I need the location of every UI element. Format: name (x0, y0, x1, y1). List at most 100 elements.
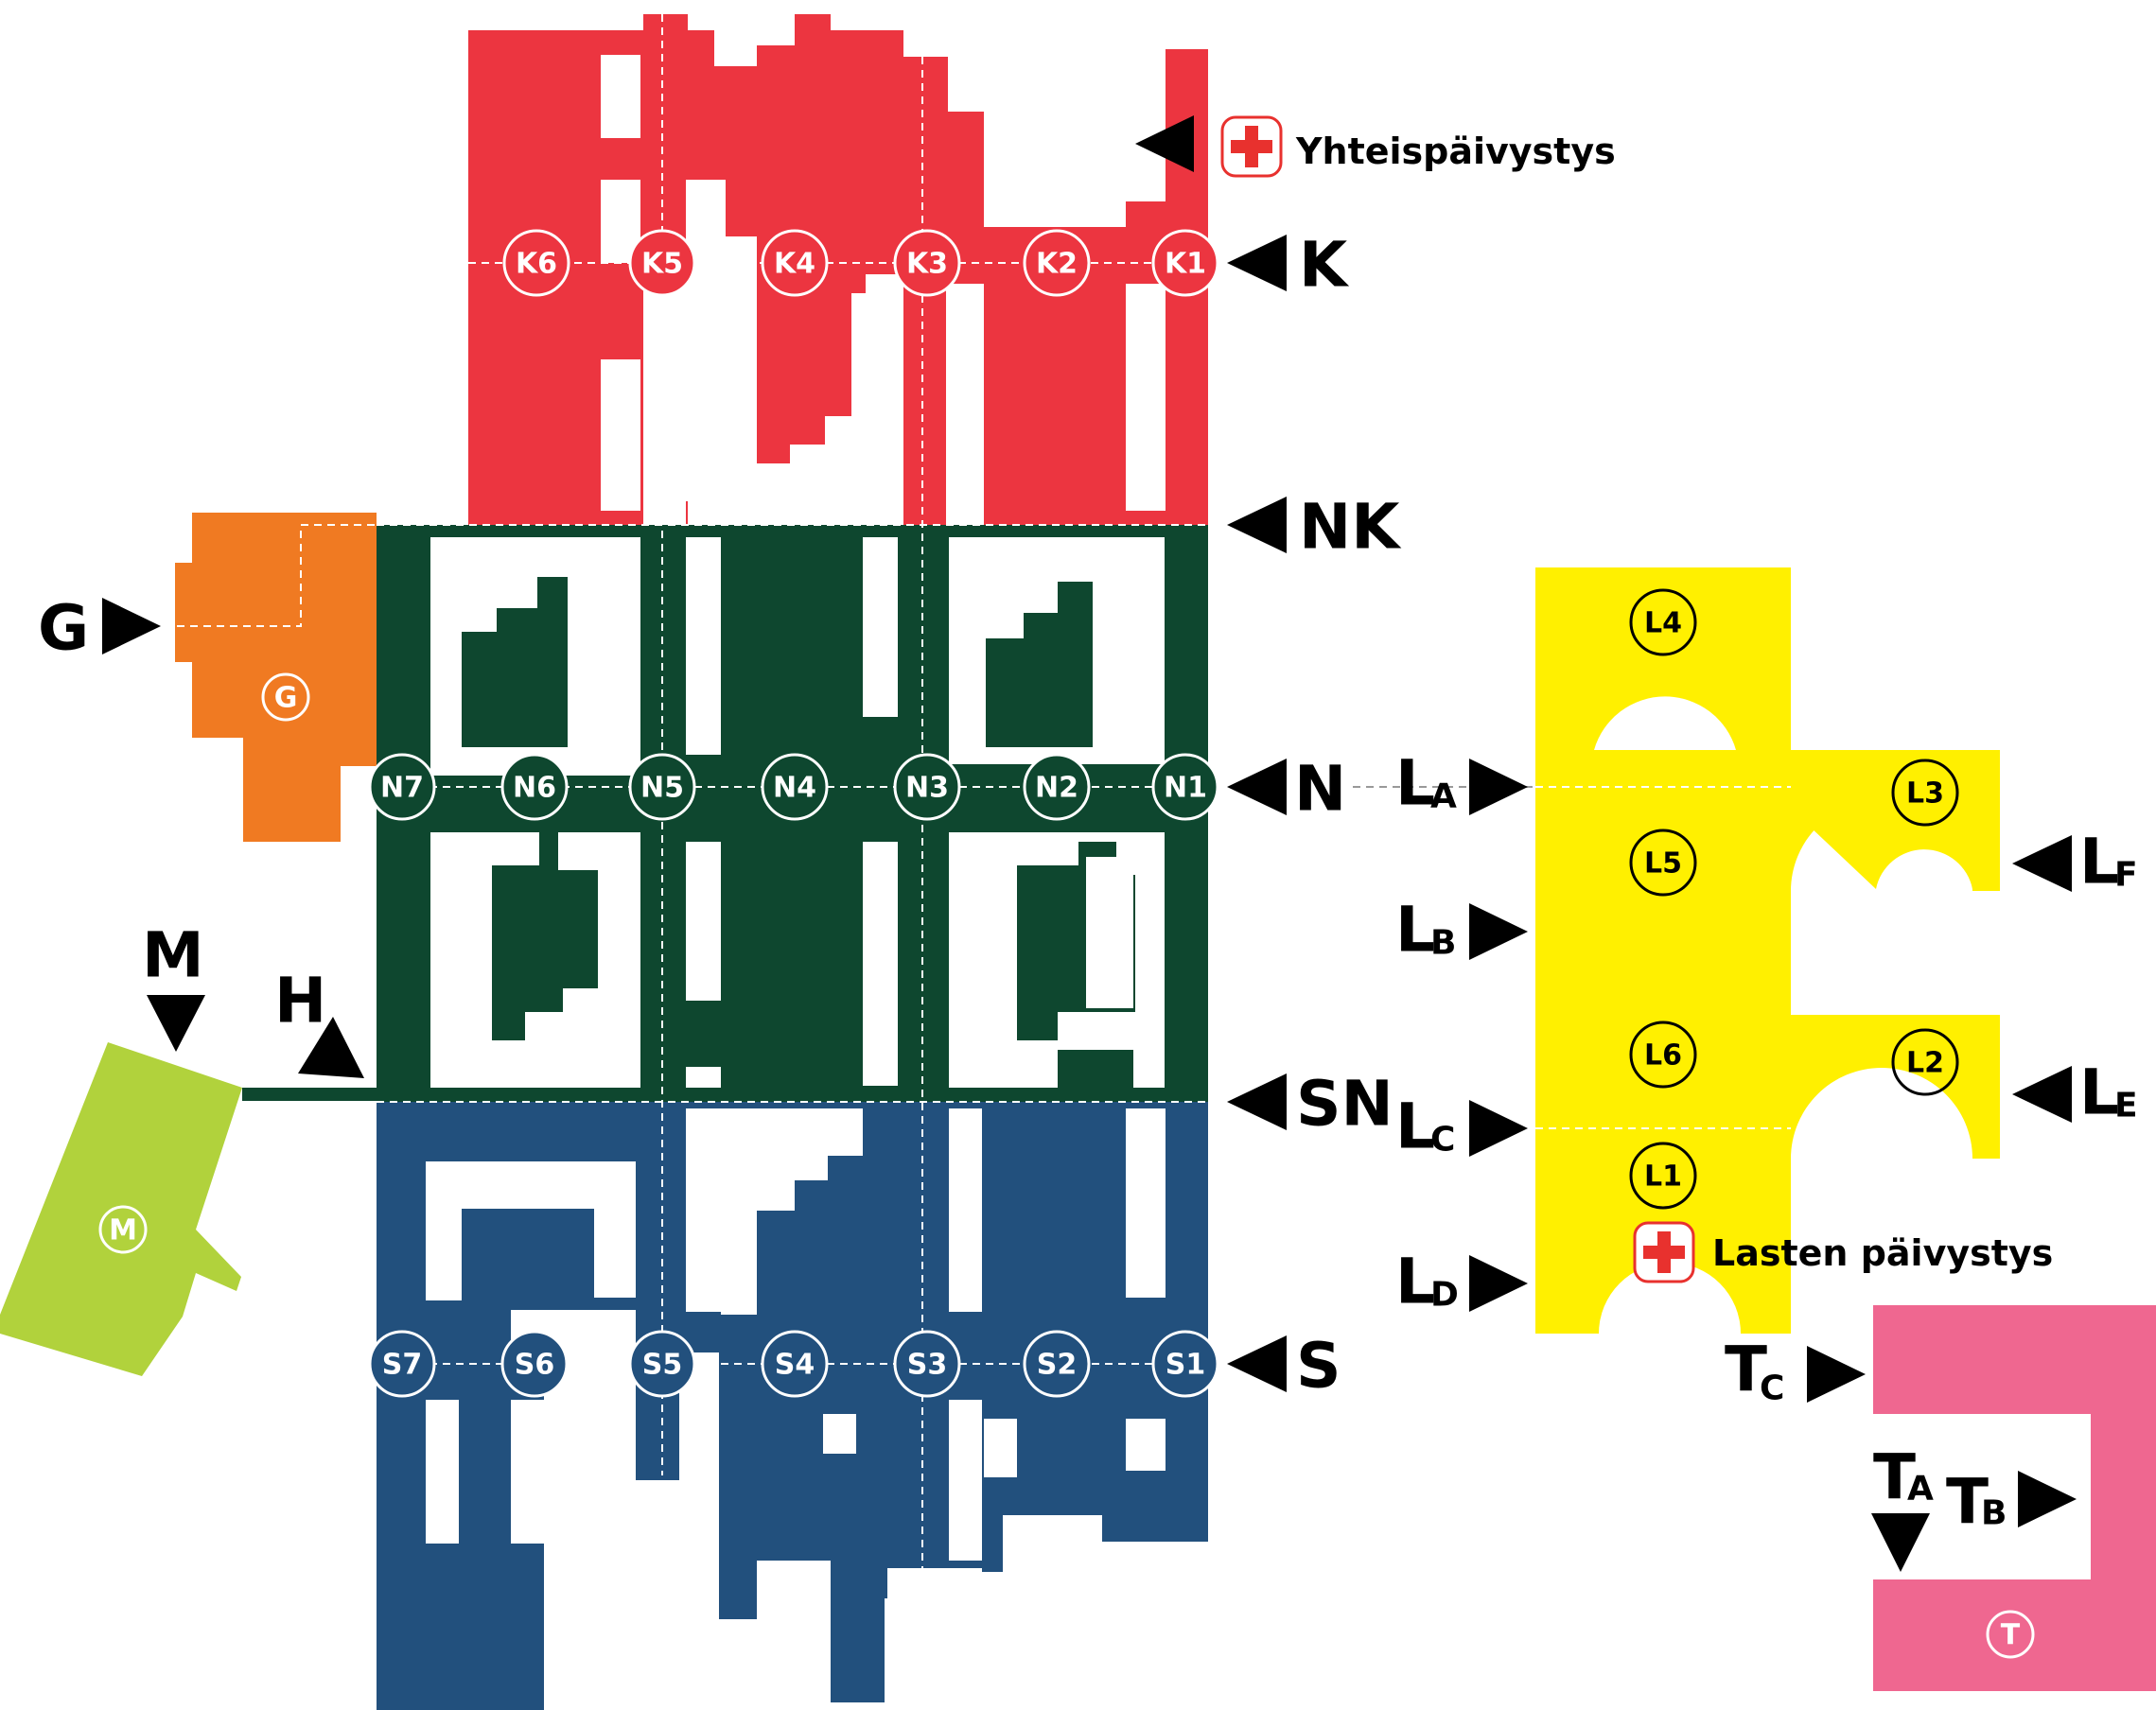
svg-text:L6: L6 (1644, 1039, 1682, 1073)
node-n1[interactable]: N1 (1151, 753, 1219, 821)
node-n6[interactable]: N6 (500, 753, 569, 821)
entrance-label-ta: T A (1873, 1441, 1934, 1514)
node-k5[interactable]: K5 (628, 229, 696, 297)
building-s (377, 1102, 1208, 1710)
entrance-label-s: S (1296, 1330, 1341, 1403)
entrance-label-ld: L D (1395, 1246, 1459, 1318)
svg-text:S7: S7 (382, 1349, 422, 1382)
svg-text:K2: K2 (1036, 248, 1078, 281)
node-k1[interactable]: K1 (1151, 229, 1219, 297)
svg-text:L2: L2 (1906, 1047, 1944, 1080)
node-l4[interactable]: L4 (1629, 588, 1697, 656)
svg-text:L1: L1 (1644, 1160, 1682, 1194)
svg-text:A: A (1430, 777, 1457, 816)
svg-text:N7: N7 (380, 772, 424, 805)
svg-text:K3: K3 (906, 248, 948, 281)
node-s5[interactable]: S5 (628, 1330, 696, 1398)
red-cross-icon (1633, 1221, 1695, 1283)
node-l5[interactable]: L5 (1629, 829, 1697, 897)
svg-text:L: L (1395, 1246, 1435, 1318)
svg-text:T: T (1873, 1441, 1916, 1514)
arrow-left-icon (1227, 497, 1287, 553)
arrow-right-icon (1807, 1346, 1866, 1403)
svg-text:S1: S1 (1166, 1349, 1205, 1382)
svg-text:S6: S6 (515, 1349, 554, 1382)
svg-text:S3: S3 (907, 1349, 947, 1382)
svg-text:N1: N1 (1164, 772, 1207, 805)
node-s2[interactable]: S2 (1023, 1330, 1091, 1398)
node-s6[interactable]: S6 (500, 1330, 569, 1398)
node-s7[interactable]: S7 (368, 1330, 436, 1398)
entrance-label-la: L A (1395, 747, 1457, 820)
entrance-label-tb: T B (1946, 1466, 2007, 1539)
entrance-label-h: H (274, 965, 326, 1038)
svg-text:K5: K5 (641, 248, 683, 281)
arrow-left-icon (2012, 835, 2072, 892)
svg-text:N6: N6 (513, 772, 556, 805)
node-n5[interactable]: N5 (628, 753, 696, 821)
arrow-left-icon (1227, 1335, 1287, 1392)
adult-emergency-label: Yhteispäivystys (1295, 131, 1616, 172)
arrow-left-icon (1227, 759, 1287, 815)
node-s4[interactable]: S4 (761, 1330, 829, 1398)
building-t (1873, 1305, 2156, 1691)
node-g[interactable]: G (261, 672, 310, 722)
red-cross-icon (1220, 115, 1283, 178)
adult-emergency-poi[interactable]: Yhteispäivystys (1220, 115, 1616, 178)
corridor-h (242, 1088, 377, 1101)
entrance-label-lf: L F (2079, 826, 2138, 899)
node-n3[interactable]: N3 (893, 753, 961, 821)
svg-text:N2: N2 (1035, 772, 1078, 805)
entrance-label-g: G (38, 592, 89, 665)
node-k3[interactable]: K3 (893, 229, 961, 297)
arrow-down-icon (147, 995, 205, 1052)
node-n2[interactable]: N2 (1023, 753, 1091, 821)
svg-text:T: T (1946, 1466, 1989, 1539)
node-l2[interactable]: L2 (1891, 1028, 1959, 1096)
building-n (377, 525, 1208, 1102)
arrow-left-icon (1227, 235, 1287, 291)
building-s-courtyards (426, 1108, 1166, 1710)
svg-text:B: B (1981, 1494, 2007, 1533)
children-emergency-label: Lasten päivystys (1712, 1232, 2053, 1274)
building-m (0, 1042, 242, 1376)
svg-text:L5: L5 (1644, 847, 1682, 881)
entrance-label-n: N (1294, 753, 1346, 826)
svg-text:L: L (1395, 1091, 1435, 1163)
node-n7[interactable]: N7 (368, 753, 436, 821)
arrow-left-icon (1227, 1073, 1287, 1130)
node-m[interactable]: M (98, 1205, 148, 1254)
node-l1[interactable]: L1 (1629, 1142, 1697, 1210)
svg-text:F: F (2114, 856, 2138, 895)
node-l3[interactable]: L3 (1891, 759, 1959, 827)
node-s3[interactable]: S3 (893, 1330, 961, 1398)
svg-text:L3: L3 (1906, 777, 1944, 811)
node-s1[interactable]: S1 (1151, 1330, 1219, 1398)
entrance-markers (102, 115, 2077, 1572)
n-nodes: N7 N6 N5 N4 N3 N2 N1 (368, 753, 1219, 821)
arrow-right-icon (1469, 1255, 1528, 1312)
node-t[interactable]: T (1986, 1610, 2035, 1659)
node-l6[interactable]: L6 (1629, 1021, 1697, 1089)
node-k4[interactable]: K4 (761, 229, 829, 297)
entrance-label-m: M (142, 919, 204, 992)
svg-text:N3: N3 (905, 772, 949, 805)
arrow-down-icon (1871, 1513, 1930, 1572)
svg-text:L4: L4 (1644, 607, 1682, 640)
svg-text:A: A (1907, 1470, 1934, 1509)
node-k2[interactable]: K2 (1023, 229, 1091, 297)
node-n4[interactable]: N4 (761, 753, 829, 821)
svg-text:D: D (1430, 1276, 1459, 1315)
svg-text:T: T (2001, 1619, 2021, 1652)
children-emergency-poi[interactable]: Lasten päivystys (1633, 1221, 2053, 1283)
svg-text:K1: K1 (1165, 248, 1206, 281)
arrow-right-icon (102, 598, 161, 654)
svg-text:T: T (1725, 1334, 1767, 1406)
svg-text:S2: S2 (1037, 1349, 1077, 1382)
arrow-diagonal-icon (298, 1017, 364, 1078)
arrow-left-icon (2012, 1066, 2072, 1123)
node-k6[interactable]: K6 (502, 229, 570, 297)
svg-text:G: G (274, 682, 298, 715)
svg-text:S5: S5 (642, 1349, 682, 1382)
entrance-label-lb: L B (1395, 894, 1456, 967)
